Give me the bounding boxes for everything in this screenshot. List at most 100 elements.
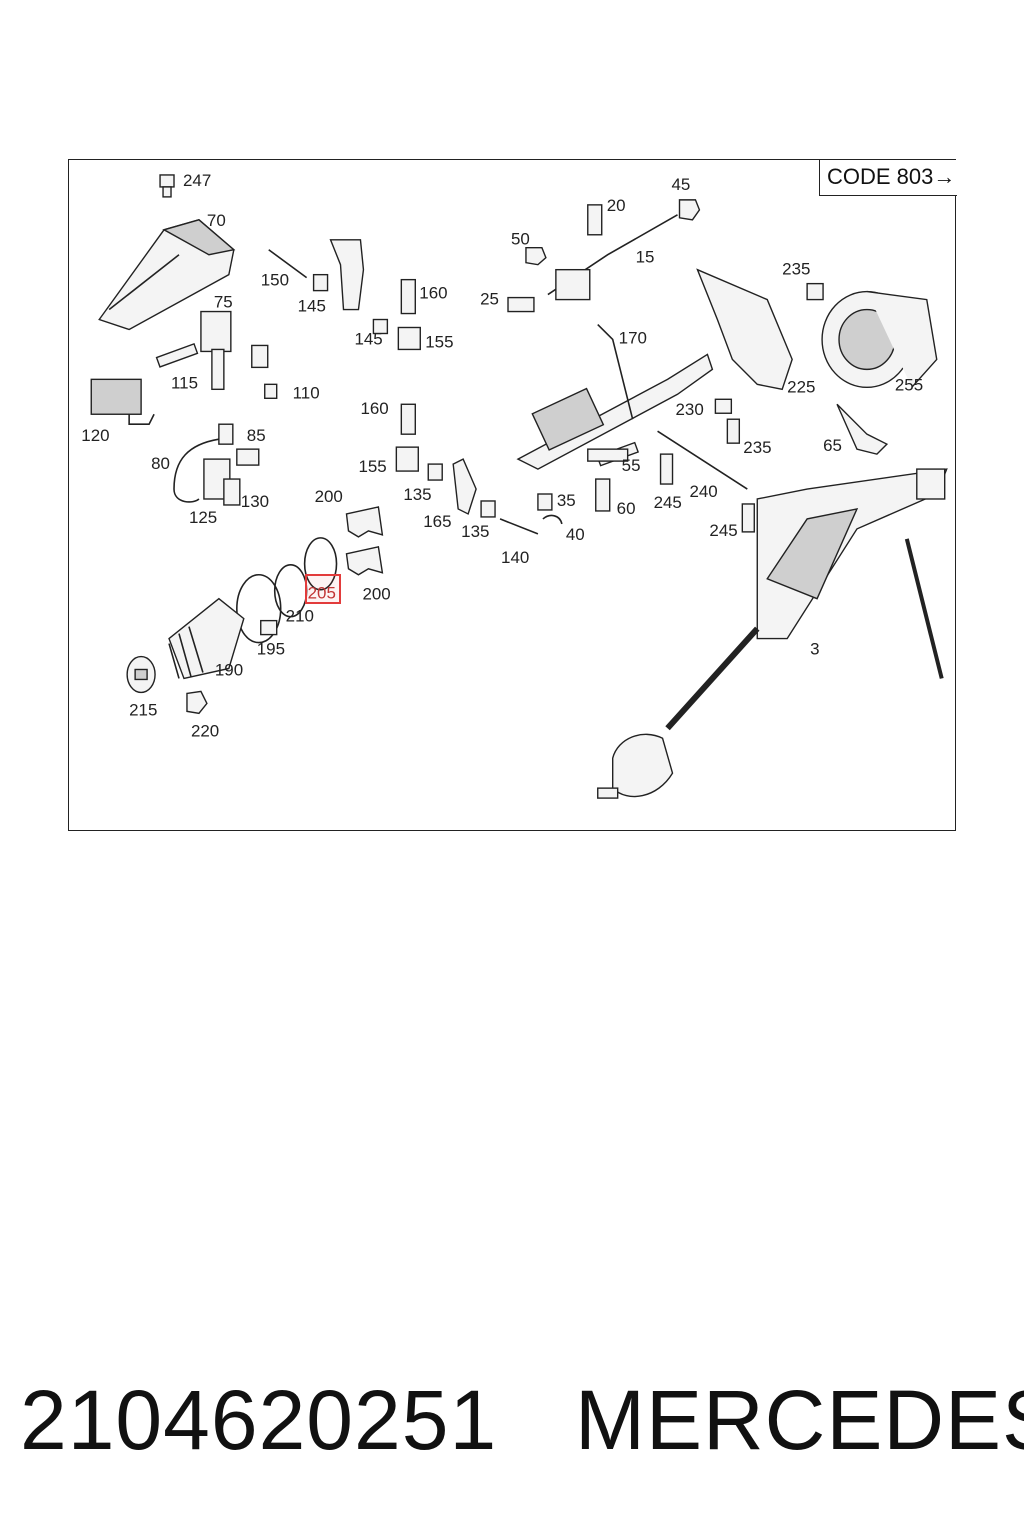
callout-220: 220 [191,721,219,740]
part-130-bolt [223,478,241,506]
part-25-bolt [507,296,535,313]
part-150-bolt [268,249,308,279]
part-205-ring [303,537,338,591]
part-215-washer [126,655,156,694]
part-240-strap [657,430,748,490]
exploded-parts-diagram: 247 70 75 150 145 145 160 155 115 110 12… [68,159,957,831]
callout-225: 225 [787,377,815,396]
callout-160-b: 160 [360,399,388,418]
callout-85: 85 [247,426,266,445]
part-45-nut [678,199,701,221]
part-247-bolt [159,174,175,198]
callout-65: 65 [823,436,842,455]
part-145-nut-b [372,318,389,335]
part-115-pin [155,343,199,368]
callout-200-b: 200 [362,585,390,604]
callout-20: 20 [607,196,626,215]
part-140-pin [499,518,539,535]
part-165-lever [452,458,477,515]
callout-255: 255 [895,375,923,394]
part-135-bushing [427,463,496,518]
callout-230: 230 [676,400,704,419]
callout-160-a: 160 [419,284,447,303]
callout-210: 210 [286,607,314,626]
part-70-bracket [98,219,236,331]
callout-190: 190 [215,660,243,679]
callout-110: 110 [293,383,320,402]
callout-170: 170 [619,328,647,347]
part-20-screw [587,204,603,236]
callout-35: 35 [557,491,576,510]
part-170-clip [597,323,634,420]
callout-80: 80 [151,454,170,473]
part-235-screw [726,282,824,444]
part-160-screw [400,278,416,315]
callout-245-b: 245 [709,521,737,540]
part-190-boot [168,597,245,680]
callout-235-b: 235 [743,438,771,457]
callout-25: 25 [480,290,499,309]
callout-165: 165 [423,512,451,531]
part-number: 2104620251 [20,1373,498,1467]
callout-145-a: 145 [298,297,326,316]
callout-140: 140 [501,548,529,567]
callout-130: 130 [241,492,269,511]
callout-205: 205 [308,584,336,603]
callout-70: 70 [207,211,226,230]
highlighted-part-marker [305,574,341,604]
code-label: CODE 803→ [819,160,957,196]
part-200-shell [345,506,384,576]
part-15-cable [547,214,678,301]
part-160-screw-b [400,403,416,435]
callout-235-a: 235 [782,260,810,279]
callout-135-a: 135 [403,485,431,504]
part-195-clamp [236,573,282,644]
part-65-bracket [836,403,889,455]
callout-115: 115 [171,373,198,392]
part-225-housing [696,268,793,391]
callout-125: 125 [189,508,217,527]
part-50-nut [525,247,547,266]
part-155-block [397,326,421,351]
diagram-artwork: 247 70 75 150 145 145 160 155 115 110 12… [81,171,948,799]
part-220-nut [186,690,208,715]
callout-3: 3 [810,640,819,659]
callout-55: 55 [622,456,641,475]
part-40-clip [542,514,563,525]
part-35-spring [537,493,553,511]
part-245-bolt [659,453,755,533]
callout-150: 150 [261,271,289,290]
callout-240: 240 [689,482,717,501]
part-255-cover [821,290,938,389]
callout-40: 40 [566,525,585,544]
callout-155-b: 155 [358,457,386,476]
callout-247: 247 [183,171,211,190]
part-85-bolt [236,448,260,466]
callout-135-b: 135 [461,522,489,541]
callout-155-a: 155 [425,332,453,351]
callout-145-b: 145 [354,329,382,348]
part-3-column-assembly [597,468,948,799]
part-120-actuator [90,378,155,426]
callout-50: 50 [511,230,530,249]
footer-caption: 2104620251 MERCEDES [0,1360,1024,1480]
callout-215: 215 [129,700,157,719]
part-110-bolt [264,383,278,399]
part-75-switch [200,310,232,391]
callout-45: 45 [672,175,691,194]
part-145-nut [312,273,329,292]
callout-200-a: 200 [315,487,343,506]
part-small-clip [251,344,269,369]
callout-15: 15 [636,248,655,267]
part-55-plate [587,448,629,462]
part-155-block-b [395,446,419,472]
callout-245-a: 245 [654,493,682,512]
part-230-clip [714,398,733,414]
callout-75: 75 [214,293,233,312]
callout-120: 120 [81,426,109,445]
part-steering-lever [329,239,365,311]
brand-name: MERCEDES [575,1373,1024,1467]
callout-195: 195 [257,640,285,659]
callout-60: 60 [617,499,636,518]
part-60-bolt [595,478,611,512]
